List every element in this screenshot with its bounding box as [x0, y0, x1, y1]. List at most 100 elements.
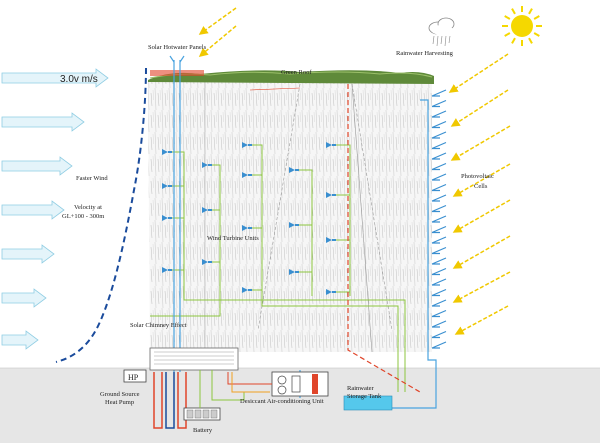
- pv-cell: [431, 120, 447, 129]
- wind-speed-label: 3.0v m/s: [60, 74, 98, 85]
- wind-turbine-icon: [326, 237, 336, 243]
- solar-chimney-base: [149, 347, 239, 371]
- wind-arrow: [1, 112, 85, 132]
- wind-turbine-icon: [202, 259, 212, 265]
- pv-cell: [431, 299, 447, 307]
- rainwater-storage-tank: [343, 395, 393, 411]
- solar-ray-arrow: [454, 305, 509, 335]
- turbine-wiring: [150, 144, 406, 392]
- faster-wind-label-3: GL+100 - 300m: [62, 213, 104, 220]
- wind-turbine-icon: [242, 142, 252, 148]
- pv-label-1: Photovoltaic: [461, 173, 494, 180]
- pv-cell: [431, 225, 447, 234]
- wind-turbine-icon: [289, 222, 299, 228]
- heat-pump-label: HP: [128, 373, 139, 382]
- solar-ray-arrow: [198, 7, 237, 35]
- storage-tank-label-1: Rainwater: [347, 385, 375, 392]
- heat-pump: HP: [123, 369, 147, 383]
- pv-cell: [431, 330, 447, 339]
- structure-line: [351, 83, 373, 353]
- rainwater-harvesting-label: Rainwater Harvesting: [396, 50, 454, 57]
- structure-line: [257, 83, 301, 331]
- wind-arrow: [1, 200, 65, 220]
- tower-rain-texture: [148, 80, 432, 352]
- wind-turbine-icon: [162, 183, 172, 189]
- faster-wind-label-1: Faster Wind: [76, 175, 108, 182]
- faster-wind-label-2: Velocity at: [74, 204, 102, 211]
- solar-ray-arrow: [452, 163, 511, 197]
- ground-loops: [153, 372, 187, 429]
- wind-arrow: [1, 330, 39, 350]
- wind-turbine-icon: [326, 142, 336, 148]
- wind-turbine-label: Wind Turbine Units: [207, 235, 259, 242]
- wind-turbine-icon: [289, 167, 299, 173]
- solar-ray-arrow: [452, 199, 511, 233]
- wind-turbine-icon: [202, 162, 212, 168]
- wind-turbine-icon: [242, 225, 252, 231]
- wind-turbine-icon: [202, 207, 212, 213]
- pv-cell: [431, 215, 447, 223]
- pv-cell: [431, 267, 447, 276]
- pv-cell: [431, 309, 447, 318]
- pv-cell: [431, 173, 447, 181]
- pv-cell: [431, 183, 447, 192]
- pv-cell: [431, 246, 447, 255]
- pv-cell: [431, 320, 447, 328]
- wind-turbines: [162, 142, 336, 295]
- wind-arrow: [1, 288, 47, 308]
- wind-turbine-icon: [162, 215, 172, 221]
- pv-cell: [431, 141, 447, 150]
- tower: [148, 80, 432, 353]
- solar-chimney-label: Solar Chimney Effect: [130, 322, 187, 329]
- wind-arrow: [1, 68, 109, 88]
- wind-turbine-icon: [326, 289, 336, 295]
- pv-cell: [431, 341, 447, 349]
- pv-cell: [431, 89, 447, 97]
- pv-cell: [431, 236, 447, 244]
- solar-ray-arrow: [450, 125, 511, 161]
- solar-ray-arrow: [450, 89, 509, 127]
- pv-cell: [431, 162, 447, 171]
- wind-turbine-icon: [162, 267, 172, 273]
- desiccant-ac-unit: [227, 371, 329, 397]
- wind-arrow: [1, 244, 55, 264]
- solar-hotwater-panels: [150, 70, 204, 76]
- green-roof: [148, 70, 434, 84]
- green-roof-label: Green Roof: [281, 69, 312, 76]
- wind-arrow: [1, 156, 73, 176]
- pv-cell: [431, 278, 447, 286]
- wind-arrows: [1, 68, 109, 350]
- pv-cell: [431, 288, 447, 297]
- solar-hotwater-label: Solar Hotwater Panels: [148, 44, 207, 51]
- pv-cell: [431, 110, 447, 118]
- wind-turbine-icon: [242, 287, 252, 293]
- wind-profile-curve: [55, 67, 147, 363]
- ground-source-label-2: Heat Pump: [105, 399, 134, 406]
- ground-source-label-1: Ground Source: [100, 391, 140, 398]
- pv-cell: [431, 257, 447, 265]
- solar-ray-arrow: [448, 53, 509, 93]
- cloud-icon: [428, 17, 455, 47]
- battery-label: Battery: [193, 427, 213, 434]
- pv-cell: [431, 131, 447, 139]
- pv-cell: [431, 194, 447, 202]
- solar-ray-arrow: [452, 271, 511, 303]
- photovoltaic-cells: [431, 89, 447, 349]
- solar-ray-arrow: [452, 235, 511, 269]
- wind-turbine-icon: [162, 149, 172, 155]
- pv-cell: [431, 152, 447, 160]
- storage-tank-label-2: Storage Tank: [347, 393, 382, 400]
- solar-ray-arrows: [198, 7, 511, 335]
- pv-label-2: Cells: [474, 183, 488, 190]
- structure-line: [351, 83, 393, 331]
- pv-cell: [431, 204, 447, 213]
- solar-ray-arrow: [198, 25, 237, 57]
- sun-icon: [502, 6, 542, 46]
- wind-turbine-icon: [289, 269, 299, 275]
- desiccant-label: Desiccant Air-conditioning Unit: [240, 398, 324, 405]
- wind-turbine-icon: [242, 172, 252, 178]
- battery: [183, 370, 245, 421]
- wind-turbine-icon: [326, 192, 336, 198]
- pv-cell: [431, 99, 447, 108]
